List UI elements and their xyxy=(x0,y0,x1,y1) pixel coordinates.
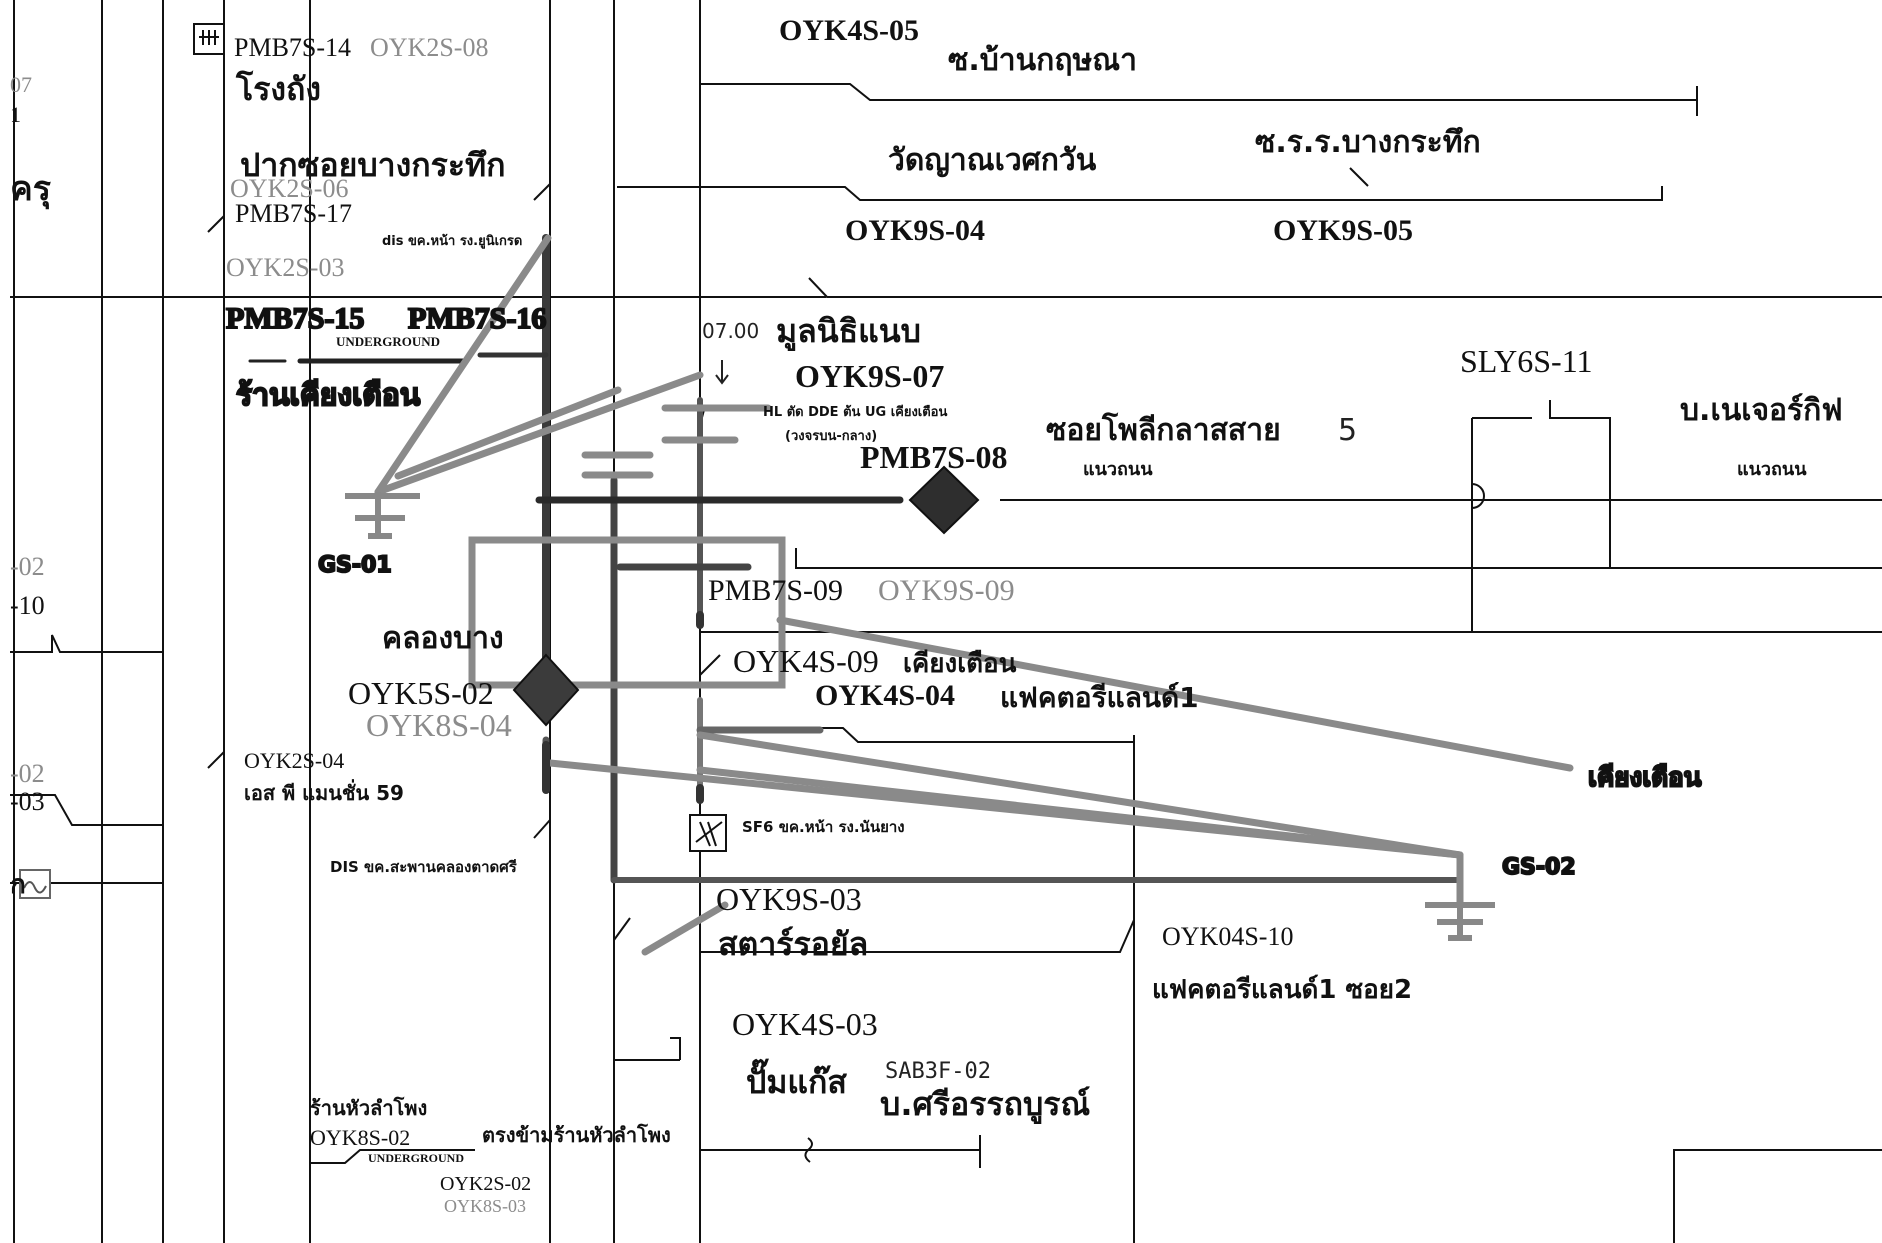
label-underground-1: UNDERGROUND xyxy=(336,334,440,349)
note-hl-2: (วงจรบน-กลาง) xyxy=(785,429,877,444)
place-wat: วัดญาณเวศกวัน xyxy=(888,143,1097,178)
place-b-nature: บ.เนเจอร์กิฟ xyxy=(1680,393,1843,428)
label-along-road-2: แนวถนน xyxy=(1737,459,1807,480)
label-dis-bridge: DIS ขค.สะพานคลองตาดศรี xyxy=(330,858,518,876)
place-opposite-shop: ตรงข้ามร้านหัวลำโพง xyxy=(482,1123,671,1147)
switch-code-oyk4s-05: OYK4S-05 xyxy=(779,14,919,47)
switch-code-pmb7s-15: PMB7S-15 xyxy=(226,302,364,335)
place-shop-name: ร้านเคียงเตือน xyxy=(236,378,421,413)
note-hl: HL ตัด DDE ต้น UG เคียงเตือน xyxy=(763,404,947,420)
switch-code-oyk8s-03: OYK8S-03 xyxy=(444,1196,526,1216)
vertical-feeders xyxy=(13,0,1135,1243)
main-bus xyxy=(248,234,1463,884)
label-along-road-1: แนวถนน xyxy=(1083,459,1153,480)
edge-label-5: -03 xyxy=(10,787,45,816)
place-kiang-tuean: เคียงเตือน xyxy=(903,649,1017,679)
place-pak-soi: ปากซอยบางกระทึก xyxy=(240,146,505,184)
edge-label-1: ครุ xyxy=(10,169,52,210)
place-shop-hua: ร้านหัวลำโพง xyxy=(310,1096,427,1120)
grey-overlays xyxy=(374,234,1574,956)
edge-label-3: -10 xyxy=(10,591,45,620)
switch-code-oyk5s-02: OYK5S-02 xyxy=(348,675,494,711)
edge-grey-1: 07 xyxy=(10,72,32,97)
switch-code-oyk04s-10: OYK04S-10 xyxy=(1162,922,1293,951)
label-sf6: SF6 ขค.หน้า รง.นันยาง xyxy=(742,818,905,836)
switch-code-sab3f-02: SAB3F-02 xyxy=(885,1059,991,1084)
diamond-oyk5s-02 xyxy=(512,653,580,727)
switch-code-pmb7s-08: PMB7S-08 xyxy=(860,439,1008,475)
switch-code-oyk9s-03: OYK9S-03 xyxy=(716,881,862,917)
label-underground-2: UNDERGROUND xyxy=(368,1151,464,1165)
handwritten-0700: 07.00 xyxy=(702,319,759,343)
switch-code-oyk9s-09: OYK9S-09 xyxy=(878,574,1015,607)
label-gs-2: GS-02 xyxy=(1502,855,1576,880)
place-rong-thang: โรงถัง xyxy=(235,70,321,108)
ground-symbol-right xyxy=(1425,855,1495,941)
place-school: ซ.ร.ร.บางกระทึก xyxy=(1255,125,1481,160)
place-soi-pholi-number: 5 xyxy=(1338,413,1357,448)
switch-code-pmb7s-09: PMB7S-09 xyxy=(708,574,843,607)
place-star-royal: สตาร์รอยัล xyxy=(718,925,868,963)
switch-code-pmb7s-17: PMB7S-17 xyxy=(235,199,352,228)
diamond-pmb7s-08 xyxy=(908,465,980,535)
place-pump-gas: ปั๊มแก๊ส xyxy=(746,1058,847,1101)
switch-code-oyk2s-04: OYK2S-04 xyxy=(244,748,344,773)
switch-code-oyk8s-04: OYK8S-04 xyxy=(366,707,512,743)
label-gs-1: GS-01 xyxy=(318,553,392,578)
switch-code-oyk2s-08: OYK2S-08 xyxy=(370,33,488,62)
switch-code-pmb7s-14: PMB7S-14 xyxy=(234,33,351,62)
place-sp-mansion: เอส พี แมนชั่น 59 xyxy=(244,778,404,805)
place-factory-soi2: แฟคตอรีแลนด์1 ซอย2 xyxy=(1152,974,1412,1005)
switch-code-oyk2s-02: OYK2S-02 xyxy=(440,1173,531,1195)
edge-label-2: -02 xyxy=(10,552,45,581)
switch-code-pmb7s-16: PMB7S-16 xyxy=(408,302,546,335)
horizontal-branches xyxy=(10,83,1882,1243)
ac-source-icon xyxy=(19,869,51,899)
place-soi-pholi: ซอยโพลีกลาสสาย xyxy=(1046,411,1281,448)
arrow-down-icon xyxy=(715,360,729,385)
switch-box-pmb7s-14 xyxy=(193,23,225,55)
place-munnithi: มูลนิธิแนบ xyxy=(776,312,921,352)
switch-code-sly6s-11: SLY6S-11 xyxy=(1460,343,1593,379)
edge-label-6: ก xyxy=(10,870,26,900)
switch-code-oyk4s-03: OYK4S-03 xyxy=(732,1006,878,1042)
switch-code-oyk4s-04: OYK4S-04 xyxy=(815,679,955,712)
switch-code-oyk2s-06: OYK2S-06 xyxy=(230,174,348,203)
edge-grey-2: 1 xyxy=(10,102,21,127)
place-kiang-far: เคียงเตือน xyxy=(1588,763,1702,793)
place-khlong: คลองบาง xyxy=(382,621,504,656)
label-dis-top: dis ขค.หน้า รง.ยูนิเกรด xyxy=(382,233,522,249)
edge-label-4: -02 xyxy=(10,759,45,788)
switch-code-oyk2s-03: OYK2S-03 xyxy=(226,253,344,282)
place-soi-ban-kritsana: ซ.บ้านกฤษณา xyxy=(948,43,1137,78)
ground-symbol-left xyxy=(345,492,420,539)
switch-code-oyk9s-07: OYK9S-07 xyxy=(795,358,944,394)
switch-code-oyk9s-05: OYK9S-05 xyxy=(1273,214,1413,247)
place-b-sri: บ.ศรีอรรถบูรณ์ xyxy=(880,1085,1090,1125)
switch-code-oyk4s-09: OYK4S-09 xyxy=(733,643,879,679)
switch-code-oyk9s-04: OYK9S-04 xyxy=(845,214,985,247)
switch-code-oyk8s-02: OYK8S-02 xyxy=(310,1125,410,1150)
place-factory-land: แฟคตอรีแลนด์1 xyxy=(1000,681,1199,714)
small-bus-switches xyxy=(542,611,704,804)
switch-box-sf6 xyxy=(689,814,727,852)
